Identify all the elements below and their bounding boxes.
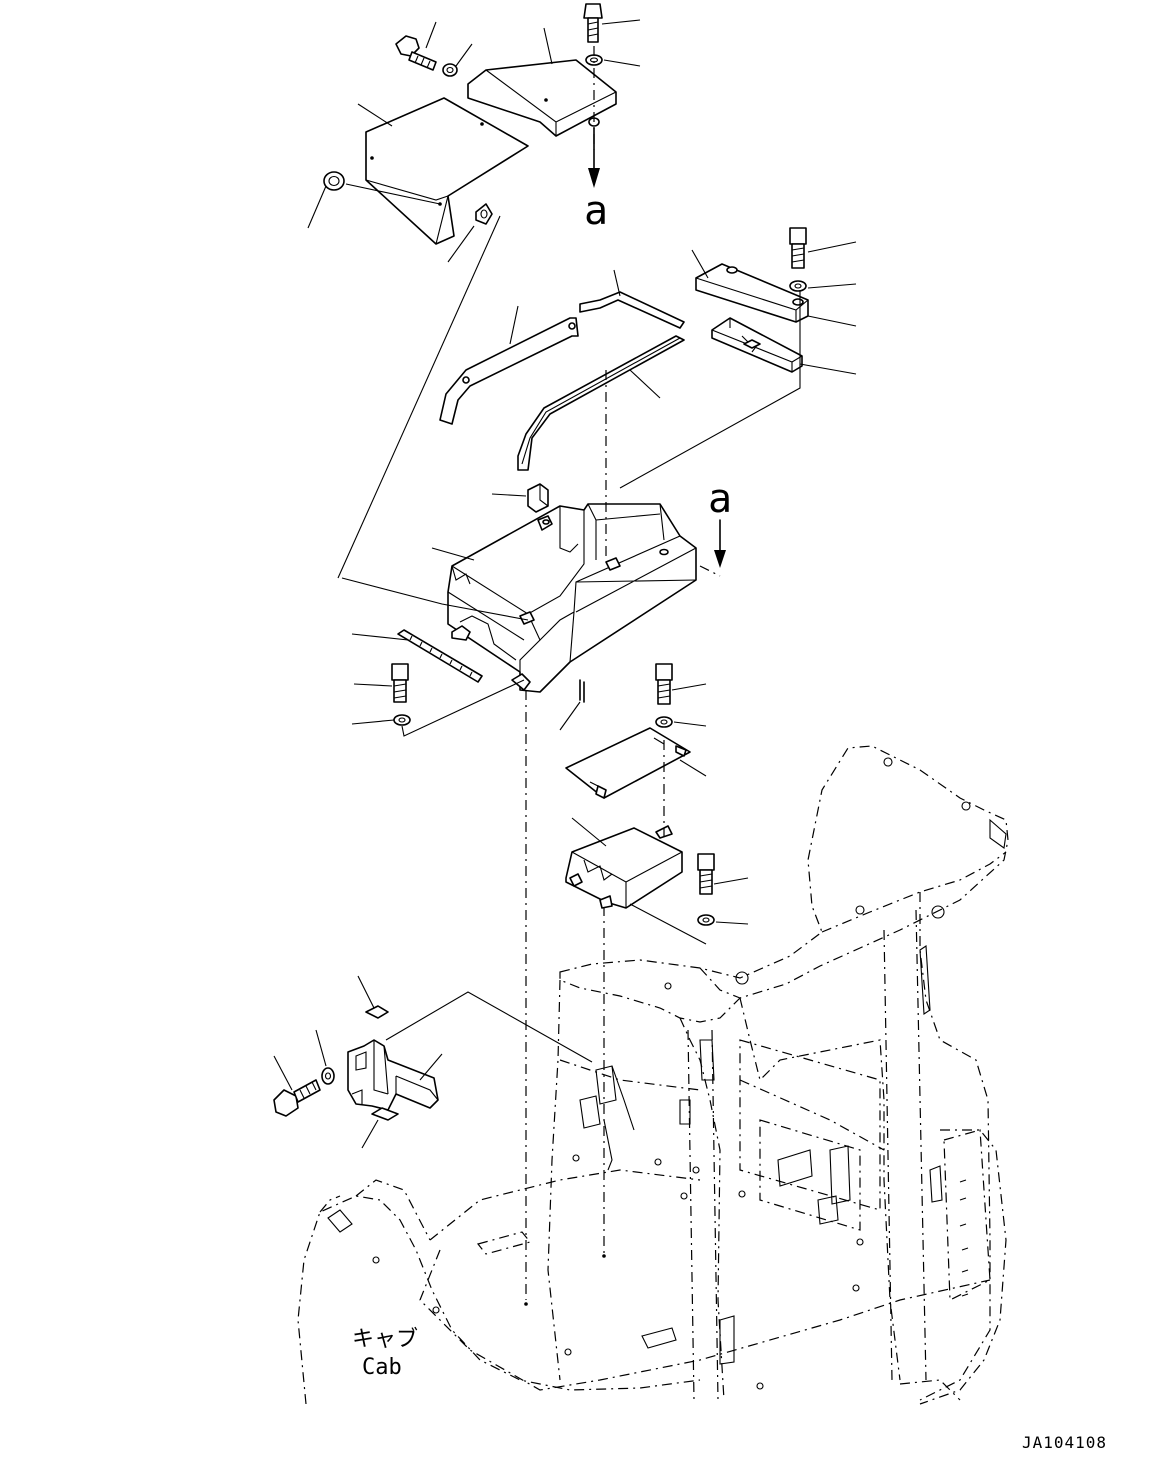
cab-label-en: Cab — [362, 1355, 402, 1380]
washer-bracket — [789, 280, 807, 292]
view-ref-label-top: a — [584, 188, 608, 234]
upper-cover-group: a — [307, 3, 641, 263]
large-cover-plate — [365, 97, 529, 245]
main-box-group: a — [337, 215, 732, 1300]
bolt-controller-side — [697, 853, 715, 895]
clip-small — [527, 483, 549, 513]
pin-small — [579, 679, 585, 703]
cab-frame — [297, 745, 1009, 1405]
washer-box-left — [393, 714, 411, 726]
bolt-top-right — [583, 3, 603, 43]
tie-strap — [397, 629, 483, 683]
view-ref-label-box: a — [708, 476, 732, 522]
controller-group — [565, 663, 749, 945]
bolt-upper-left — [395, 35, 437, 71]
seal-strips-group — [439, 227, 857, 489]
small-cover-plate — [467, 59, 617, 137]
drawing-code: JA104108 — [1022, 1433, 1107, 1452]
main-box — [447, 503, 697, 693]
pad-lower — [371, 1107, 399, 1121]
washer-controller-top — [655, 716, 673, 728]
bolt-controller-top — [655, 663, 673, 705]
cab-label-jp: キャブ — [352, 1327, 418, 1352]
washer-controller-side — [697, 914, 715, 926]
bolt-bracket — [789, 227, 807, 269]
bracket-channel — [711, 317, 803, 373]
bracket-lower — [347, 1039, 439, 1111]
controller-unit — [565, 825, 683, 909]
lower-bracket-group — [273, 975, 593, 1149]
seal-strip-lower — [517, 335, 685, 471]
washer-lower — [321, 1067, 335, 1085]
seal-strip-left — [439, 317, 579, 425]
pad-small — [365, 1005, 389, 1019]
bolt-box-left — [391, 663, 409, 703]
seal-strip-upper — [579, 291, 685, 329]
washer-top-right — [585, 54, 603, 66]
mount-plate — [565, 727, 691, 799]
bolt-lower — [273, 1079, 321, 1117]
washer-upper-left — [442, 63, 458, 77]
grommet-left — [323, 171, 345, 191]
bracket-bar — [695, 263, 809, 323]
leader-bolt-upper-left — [425, 21, 437, 49]
grommet-right — [475, 203, 493, 225]
